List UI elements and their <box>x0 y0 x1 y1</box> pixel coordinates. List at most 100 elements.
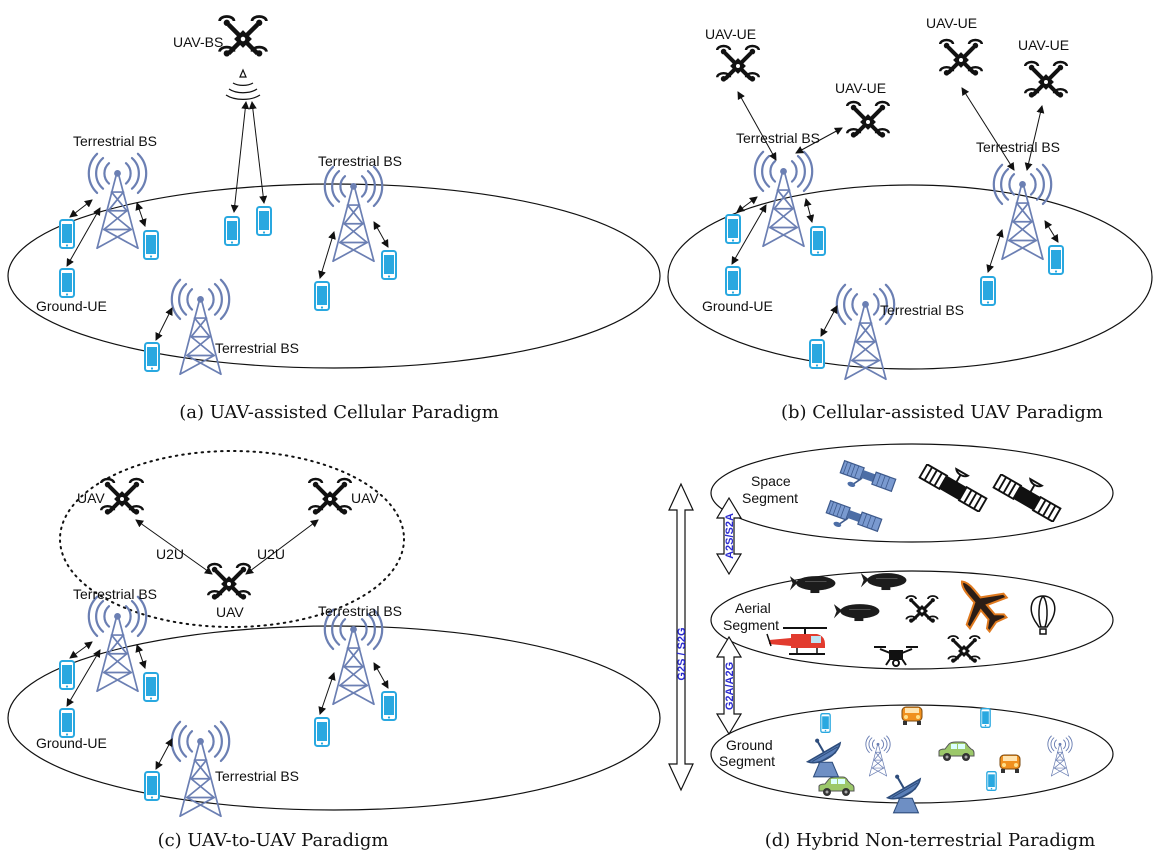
blimp-icon <box>860 572 907 591</box>
phone-icon <box>314 717 330 747</box>
tower-icon <box>865 735 891 777</box>
helicopter-icon <box>766 627 827 655</box>
phone-icon <box>224 216 240 246</box>
uav-bs-label: UAV-BS <box>173 34 223 50</box>
phone-icon <box>980 708 991 728</box>
g2a-double-arrow <box>715 635 743 736</box>
ground-ue-label: Ground-UE <box>36 735 107 751</box>
uav-label: UAV <box>77 490 105 506</box>
aerial-segment-ellipse <box>710 570 1114 670</box>
drone-icon <box>99 477 145 517</box>
car-icon <box>938 741 975 762</box>
caption-c: (c) UAV-to-UAV Paradigm <box>158 830 389 851</box>
satellite-icon <box>992 474 1065 522</box>
uav-ue-label: UAV-UE <box>835 80 886 96</box>
ground-ellipse <box>7 183 661 369</box>
phone-icon <box>143 672 159 702</box>
drone-icon <box>938 38 984 78</box>
a2s-double-arrow <box>715 496 743 576</box>
caption-b: (b) Cellular-assisted UAV Paradigm <box>781 402 1103 423</box>
panel-b: UAV-UE UAV-UE UAV-UE UAV-UE Terrestrial … <box>667 15 1153 423</box>
u2u-label: U2U <box>156 546 184 562</box>
tower-icon <box>87 152 148 250</box>
satellite-icon <box>822 499 883 536</box>
ground-ellipse <box>667 184 1153 370</box>
tower-icon <box>1047 735 1073 777</box>
drone-icon <box>307 477 353 517</box>
tower-icon <box>835 283 896 381</box>
phone-icon <box>1048 245 1064 275</box>
phone-icon <box>725 214 741 244</box>
phone-icon <box>256 206 272 236</box>
panel-d: Space Segment Aerial Segment Ground Segm… <box>668 443 1114 851</box>
airplane-icon <box>960 580 1009 634</box>
tower-icon <box>323 608 384 706</box>
car-icon <box>999 754 1021 774</box>
phone-icon <box>59 708 75 738</box>
ground-segment-label: Segment <box>719 753 775 769</box>
phone-icon <box>314 281 330 311</box>
g2s-double-arrow <box>668 482 694 792</box>
drone-icon <box>946 634 982 664</box>
dish-icon <box>880 766 925 814</box>
ground-ue-label: Ground-UE <box>702 298 773 314</box>
blimp-icon <box>833 603 880 622</box>
phone-icon <box>59 219 75 249</box>
drone-icon <box>904 594 940 624</box>
phone-icon <box>986 771 997 791</box>
drone-icon <box>874 646 918 667</box>
uav-ue-label: UAV-UE <box>1018 37 1069 53</box>
phone-icon <box>59 268 75 298</box>
phone-icon <box>820 713 831 733</box>
terrestrial-bs-label: Terrestrial BS <box>880 302 964 318</box>
phone-icon <box>980 276 996 306</box>
caption-a: (a) UAV-assisted Cellular Paradigm <box>179 402 499 423</box>
space-segment-label: Space <box>751 473 791 489</box>
uav-label: UAV <box>216 604 244 620</box>
drone-icon <box>1023 60 1069 100</box>
terrestrial-bs-label: Terrestrial BS <box>976 139 1060 155</box>
phone-icon <box>809 339 825 369</box>
phone-icon <box>725 266 741 296</box>
drone-icon <box>206 562 252 602</box>
uav-ue-label: UAV-UE <box>926 15 977 31</box>
drone-icon <box>845 100 891 140</box>
phone-icon <box>143 230 159 260</box>
blimp-icon <box>789 575 836 594</box>
car-icon <box>901 706 923 726</box>
terrestrial-bs-label: Terrestrial BS <box>318 603 402 619</box>
terrestrial-bs-label: Terrestrial BS <box>736 130 820 146</box>
balloon-icon <box>1030 595 1056 635</box>
phone-icon <box>381 691 397 721</box>
g2a-label: G2A/A2G <box>724 662 736 710</box>
dish-icon <box>800 730 845 778</box>
uav-ue-label: UAV-UE <box>705 26 756 42</box>
signal-waves-icon <box>225 68 261 100</box>
space-segment-ellipse <box>710 443 1114 543</box>
drone-icon <box>715 44 761 84</box>
car-icon <box>818 776 855 797</box>
phone-icon <box>810 226 826 256</box>
tower-icon <box>992 163 1053 261</box>
panel-a: UAV-BS Terrestrial BS Terrestrial BS Ter… <box>7 17 661 423</box>
g2s-label: G2S / S2G <box>676 627 688 680</box>
satellite-icon <box>918 464 991 512</box>
phone-icon <box>381 250 397 280</box>
ground-ue-label: Ground-UE <box>36 298 107 314</box>
drone-icon <box>220 17 267 57</box>
tower-icon <box>323 165 384 263</box>
ground-segment-label: Ground <box>726 737 773 753</box>
aerial-segment-label: Aerial <box>735 600 771 616</box>
ground-ellipse <box>7 625 661 811</box>
uav-cluster-ellipse <box>59 450 405 628</box>
terrestrial-bs-label: Terrestrial BS <box>215 768 299 784</box>
phone-icon <box>59 660 75 690</box>
terrestrial-bs-label: Terrestrial BS <box>73 133 157 149</box>
terrestrial-bs-label: Terrestrial BS <box>318 153 402 169</box>
terrestrial-bs-label: Terrestrial BS <box>215 340 299 356</box>
a2s-label: A2S/S2A <box>724 513 736 559</box>
phone-icon <box>144 771 160 801</box>
uav-label: UAV <box>351 490 379 506</box>
caption-d: (d) Hybrid Non-terrestrial Paradigm <box>765 830 1096 851</box>
satellite-icon <box>836 459 897 496</box>
